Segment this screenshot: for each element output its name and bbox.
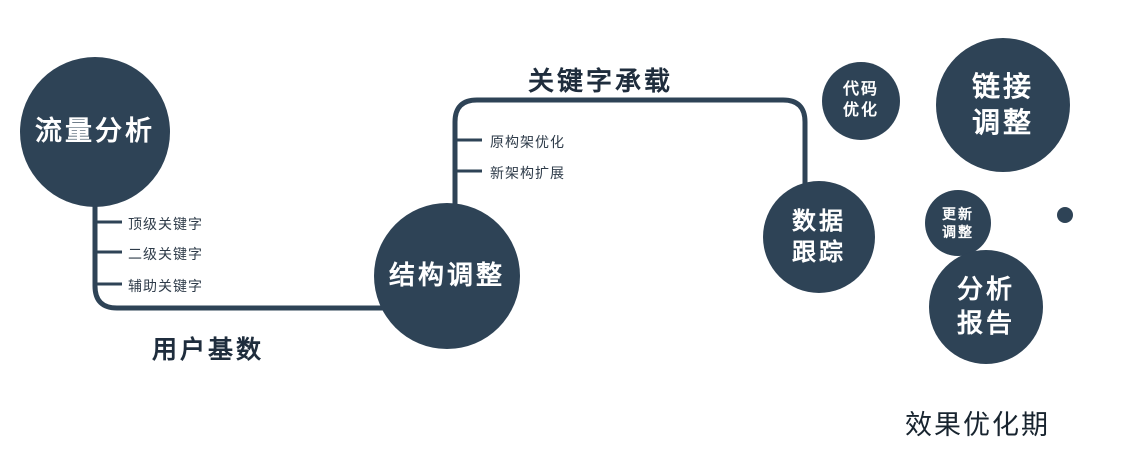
edge-structure-datatracking [452, 97, 808, 215]
node-traffic-analysis: 流量分析 [20, 57, 170, 207]
edge-label-keyword-carry: 关键字承载 [528, 66, 674, 96]
edge-label-user-base: 用户基数 [152, 336, 265, 364]
caption-effect-optimization-period: 效果优化期 [905, 410, 1050, 440]
branch-label-arch-expand: 新架构扩展 [490, 165, 565, 181]
node-link-adjust-line2: 调整 [971, 107, 1034, 138]
node-analysis-report-line2: 报告 [956, 308, 1015, 338]
node-data-tracking-line2: 跟踪 [792, 239, 846, 266]
node-structure-adjust-label: 结构调整 [388, 260, 505, 291]
branch-label-arch-optimize: 原构架优化 [490, 134, 565, 150]
node-link-adjust: 链接 调整 [936, 38, 1070, 172]
node-data-tracking: 数据 跟踪 [763, 181, 875, 293]
node-link-adjust-line1: 链接 [971, 70, 1034, 102]
node-structure-adjust: 结构调整 [374, 203, 520, 349]
node-update-adjust: 更新 调整 [925, 190, 991, 256]
node-traffic-analysis-label: 流量分析 [35, 116, 155, 147]
branch-label-second-keyword: 二级关键字 [128, 246, 203, 262]
branch-label-aux-keyword: 辅助关键字 [128, 278, 203, 294]
branch-label-top-keyword: 顶级关键字 [128, 216, 203, 232]
node-update-adjust-line2: 调整 [942, 224, 974, 240]
node-analysis-report-line1: 分析 [956, 274, 1015, 305]
node-code-optimize-line2: 优化 [842, 102, 879, 119]
node-code-optimize: 代码 优化 [822, 62, 900, 140]
node-code-optimize-line1: 代码 [842, 81, 879, 99]
node-analysis-report: 分析 报告 [929, 250, 1043, 364]
node-update-adjust-line1: 更新 [942, 205, 974, 222]
node-data-tracking-line1: 数据 [792, 207, 846, 235]
small-dot-marker [1057, 207, 1073, 223]
edge-traffic-structure [92, 177, 413, 311]
